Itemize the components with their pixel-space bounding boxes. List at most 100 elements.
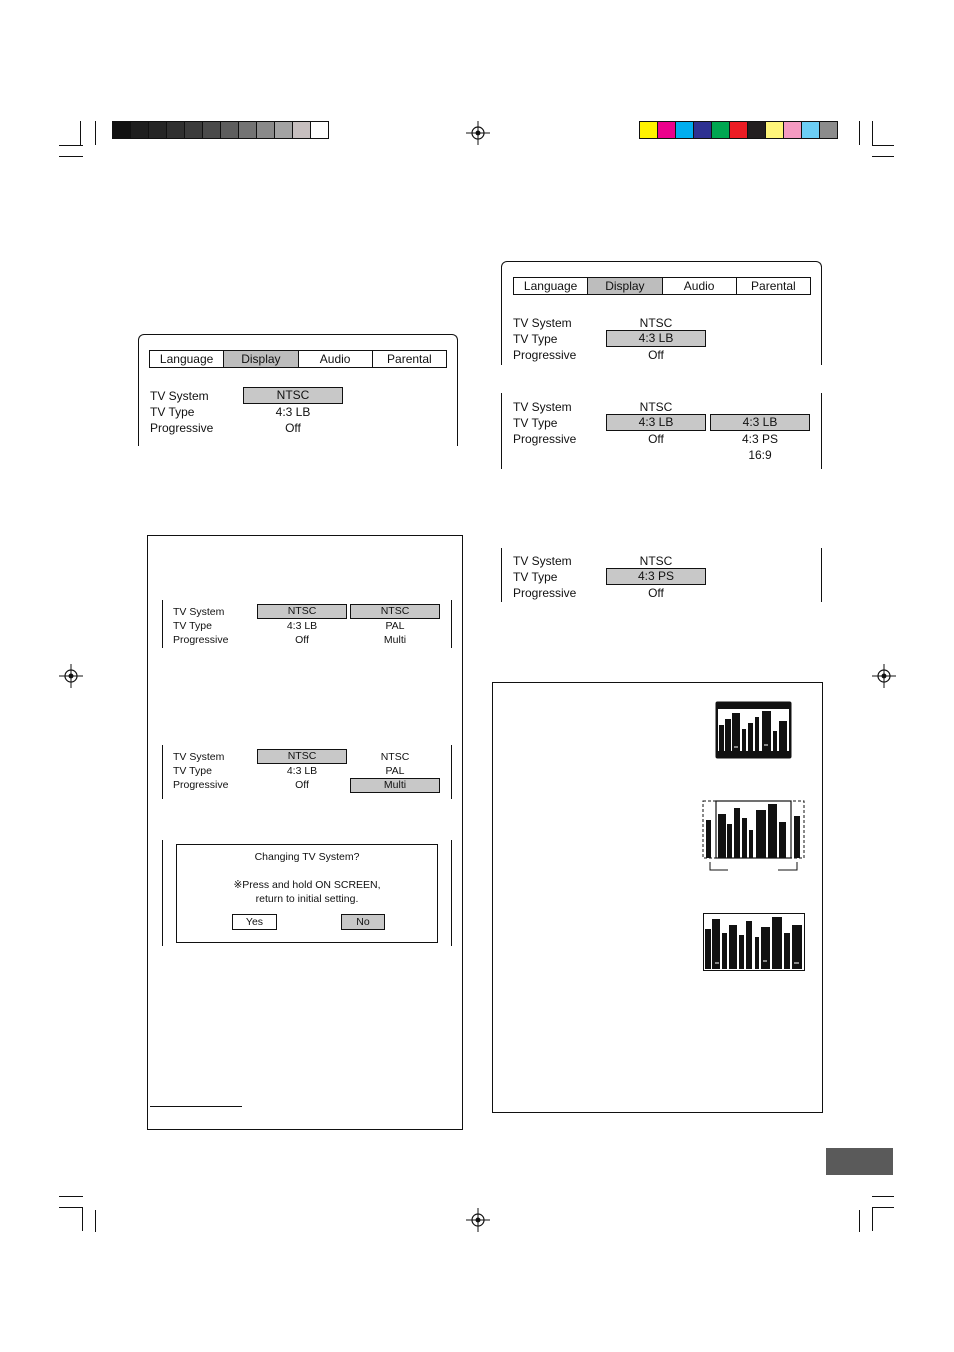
tab-language[interactable]: Language bbox=[150, 351, 225, 367]
tv-system-label: TV System bbox=[173, 606, 225, 618]
tab-audio[interactable]: Audio bbox=[299, 351, 373, 367]
crop-mark bbox=[872, 1207, 873, 1231]
crop-mark bbox=[872, 1207, 894, 1208]
color-swatch bbox=[113, 122, 131, 138]
tv-type-value[interactable]: 4:3 LB bbox=[286, 620, 318, 632]
color-swatch bbox=[748, 122, 766, 138]
crop-mark bbox=[59, 145, 83, 146]
tv-type-value[interactable]: 4:3 LB bbox=[606, 330, 706, 347]
color-swatch bbox=[730, 122, 748, 138]
crop-mark bbox=[95, 1210, 96, 1232]
tv-type-label: TV Type bbox=[173, 765, 212, 777]
option-16-9[interactable]: 16:9 bbox=[748, 448, 772, 462]
progressive-value[interactable]: Off bbox=[648, 348, 664, 362]
tab-parental[interactable]: Parental bbox=[751, 279, 796, 293]
crop-mark bbox=[59, 156, 83, 157]
progressive-label: Progressive bbox=[513, 432, 577, 446]
crosshair-registration-icon bbox=[466, 1208, 490, 1232]
tv-type-options-screen: TV System TV Type Progressive NTSC 4:3 L… bbox=[501, 393, 822, 469]
option-multi[interactable]: Multi bbox=[350, 778, 440, 793]
tv-system-value[interactable]: NTSC bbox=[639, 316, 673, 330]
option-multi[interactable]: Multi bbox=[383, 634, 407, 646]
tv-type-label: TV Type bbox=[513, 416, 558, 430]
tv-type-label: TV Type bbox=[150, 405, 195, 419]
tv-system-label: TV System bbox=[150, 389, 209, 403]
tv-system-value[interactable]: NTSC bbox=[639, 400, 673, 414]
progressive-label: Progressive bbox=[513, 586, 577, 600]
menu-tabs: Language Display Audio Parental bbox=[149, 350, 447, 368]
tv-type-value[interactable]: 4:3 PS bbox=[606, 568, 706, 585]
page-tab-badge bbox=[826, 1148, 893, 1175]
color-swatch bbox=[784, 122, 802, 138]
tab-audio[interactable]: Audio bbox=[663, 278, 737, 294]
tv-type-ps-screen: TV System TV Type Progressive NTSC 4:3 P… bbox=[501, 548, 822, 602]
tv-type-label: TV Type bbox=[173, 620, 212, 632]
dialog-note-line2: return to initial setting. bbox=[255, 893, 359, 905]
option-pal[interactable]: PAL bbox=[385, 620, 405, 632]
crop-mark bbox=[872, 145, 894, 146]
color-swatch bbox=[640, 122, 658, 138]
color-swatch bbox=[131, 122, 149, 138]
tv-system-value[interactable]: NTSC bbox=[257, 604, 347, 619]
option-ntsc[interactable]: NTSC bbox=[380, 751, 410, 763]
tv-type-value[interactable]: 4:3 LB bbox=[286, 765, 318, 777]
progressive-value[interactable]: Off bbox=[648, 586, 664, 600]
crop-mark bbox=[95, 121, 96, 145]
cityscape-panscan-icon bbox=[702, 800, 805, 871]
tv-type-label: TV Type bbox=[513, 332, 558, 346]
tv-system-label: TV System bbox=[513, 554, 572, 568]
option-pal[interactable]: PAL bbox=[385, 765, 405, 777]
menu-tabs: Language Display Audio Parental bbox=[513, 277, 811, 295]
crop-mark bbox=[872, 121, 873, 145]
option-ntsc[interactable]: NTSC bbox=[350, 604, 440, 619]
footnote-rule bbox=[150, 1106, 242, 1107]
tv-system-procedure-box bbox=[147, 535, 463, 1130]
crop-mark bbox=[872, 156, 894, 157]
tab-display[interactable]: Display bbox=[588, 278, 663, 294]
confirm-dialog-screen: Changing TV System? ※Press and hold ON S… bbox=[162, 840, 452, 946]
crop-mark bbox=[859, 1210, 860, 1232]
progressive-label: Progressive bbox=[173, 634, 229, 646]
yes-button[interactable]: Yes bbox=[232, 914, 277, 930]
progressive-value[interactable]: Off bbox=[285, 421, 301, 435]
tv-type-value[interactable]: 4:3 LB bbox=[606, 414, 706, 431]
option-4-3-ps[interactable]: 4:3 PS bbox=[741, 432, 779, 446]
color-swatch bbox=[802, 122, 820, 138]
tv-system-label: TV System bbox=[513, 400, 572, 414]
tv-system-options-screen: TV System TV Type Progressive NTSC 4:3 L… bbox=[162, 600, 452, 648]
tab-parental[interactable]: Parental bbox=[387, 352, 432, 366]
crosshair-registration-icon bbox=[872, 664, 896, 688]
crosshair-registration-icon bbox=[466, 121, 490, 145]
confirm-dialog: Changing TV System? ※Press and hold ON S… bbox=[176, 844, 438, 943]
tv-type-label: TV Type bbox=[513, 570, 558, 584]
tv-system-value[interactable]: NTSC bbox=[639, 554, 673, 568]
crop-mark bbox=[80, 121, 81, 145]
progressive-label: Progressive bbox=[150, 421, 214, 435]
progressive-value[interactable]: Off bbox=[648, 432, 664, 446]
tv-system-multi-screen: TV System TV Type Progressive NTSC 4:3 L… bbox=[162, 745, 452, 799]
color-swatch bbox=[766, 122, 784, 138]
tab-display[interactable]: Display bbox=[224, 351, 299, 367]
color-swatch bbox=[221, 122, 239, 138]
color-swatch bbox=[311, 122, 328, 138]
color-swatch bbox=[712, 122, 730, 138]
color-swatch bbox=[293, 122, 311, 138]
crop-mark bbox=[59, 1207, 83, 1208]
tv-system-label: TV System bbox=[173, 751, 225, 763]
color-swatch bbox=[239, 122, 257, 138]
tab-language[interactable]: Language bbox=[514, 278, 589, 294]
tv-system-value[interactable]: NTSC bbox=[243, 387, 343, 404]
progressive-value[interactable]: Off bbox=[295, 779, 309, 791]
display-menu-screen: Language Display Audio Parental TV Syste… bbox=[138, 334, 458, 446]
color-swatch bbox=[820, 122, 837, 138]
cityscape-letterbox-icon bbox=[715, 701, 792, 759]
no-button[interactable]: No bbox=[341, 914, 385, 930]
color-swatch bbox=[275, 122, 293, 138]
color-swatch bbox=[658, 122, 676, 138]
option-4-3-lb[interactable]: 4:3 LB bbox=[710, 414, 810, 431]
color-swatch bbox=[694, 122, 712, 138]
tv-system-label: TV System bbox=[513, 316, 572, 330]
tv-system-value[interactable]: NTSC bbox=[257, 749, 347, 764]
tv-type-value[interactable]: 4:3 LB bbox=[275, 405, 311, 419]
progressive-value[interactable]: Off bbox=[295, 634, 309, 646]
